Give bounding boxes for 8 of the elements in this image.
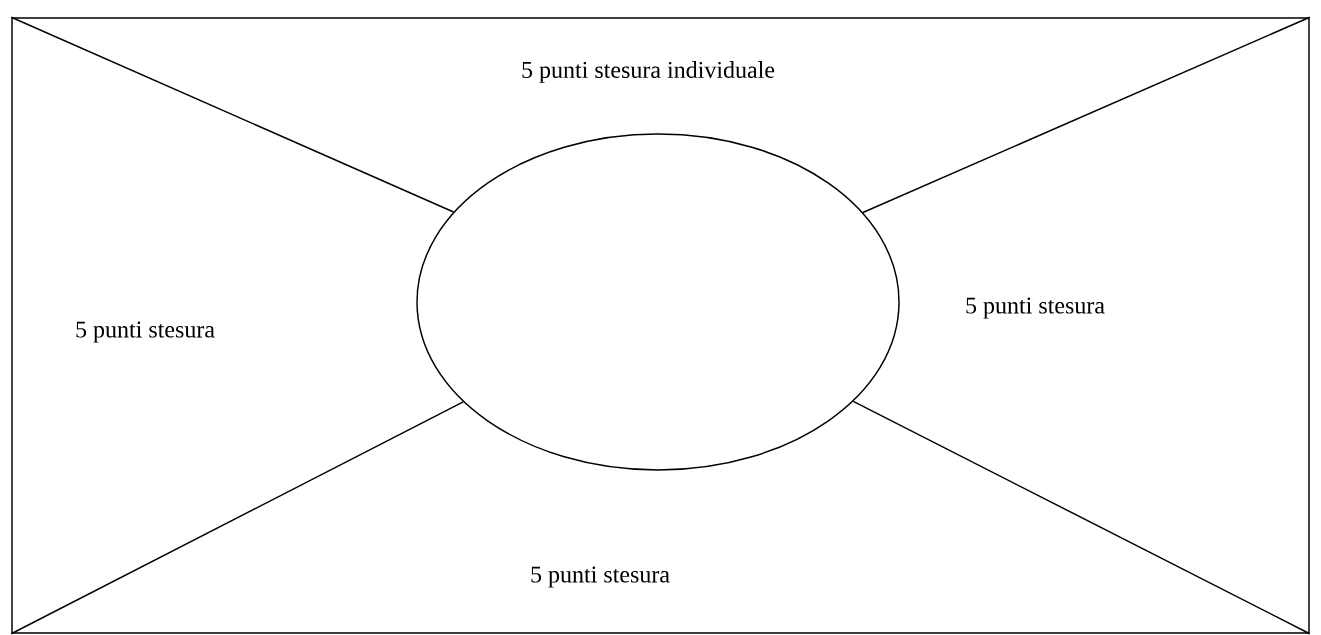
section-label: 5 punti stesura (966, 297, 1105, 319)
center-ellipse (416, 133, 900, 471)
section-label: 5 punti stesura (531, 566, 670, 588)
section-label: 5 punti stesura individuale (522, 61, 775, 83)
placemat-frame (11, 17, 1310, 634)
section-label: 5 punti stesura (76, 321, 215, 343)
line (852, 400, 1311, 635)
line (10, 401, 464, 635)
